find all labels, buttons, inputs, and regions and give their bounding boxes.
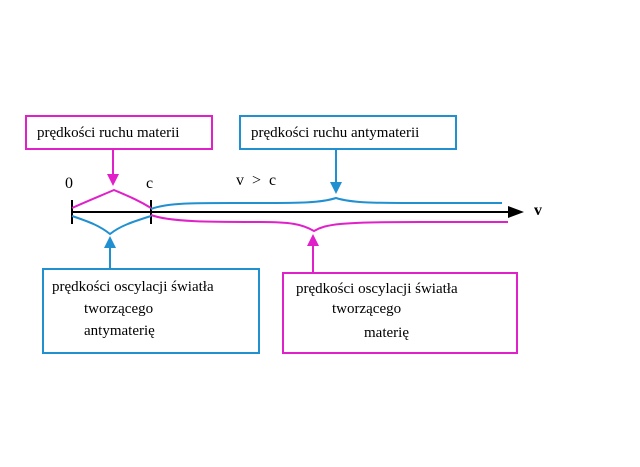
axis-arrowhead <box>508 206 524 218</box>
box-antimatter-osc-line1: prędkości oscylacji światła <box>52 279 214 295</box>
arrow-matter-speed-head <box>107 174 119 186</box>
box-matter-speed: prędkości ruchu materii <box>25 115 213 150</box>
label-axis-v: v <box>534 202 542 219</box>
box-antimatter-osc-line2: tworzącego <box>84 301 154 317</box>
box-matter-osc-line3: materię <box>364 325 409 341</box>
box-antimatter-osc: prędkości oscylacji światła tworzącego a… <box>42 268 260 354</box>
box-antimatter-speed: prędkości ruchu antymaterii <box>239 115 457 150</box>
matter-osc-brace <box>150 214 508 233</box>
box-matter-osc-line2: tworzącego <box>332 301 402 317</box>
antimatter-osc-brace <box>71 215 152 236</box>
matter-speed-brace <box>71 188 152 209</box>
arrow-matter-osc-head <box>307 234 319 246</box>
box-matter-osc: prędkości oscylacji światła tworzącego m… <box>282 272 518 354</box>
box-matter-osc-line1: prędkości oscylacji światła <box>296 281 458 297</box>
arrow-antimatter-speed-head <box>330 182 342 194</box>
box-antimatter-osc-line3: antymaterię <box>84 323 155 339</box>
antimatter-speed-brace <box>150 196 502 210</box>
box-antimatter-speed-text: prędkości ruchu antymaterii <box>251 125 420 141</box>
label-zero: 0 <box>65 175 73 192</box>
label-c: c <box>146 175 154 192</box>
arrow-antimatter-osc-head <box>104 236 116 248</box>
box-matter-speed-text: prędkości ruchu materii <box>37 125 180 141</box>
label-v-gt-c: v > c <box>236 172 277 189</box>
